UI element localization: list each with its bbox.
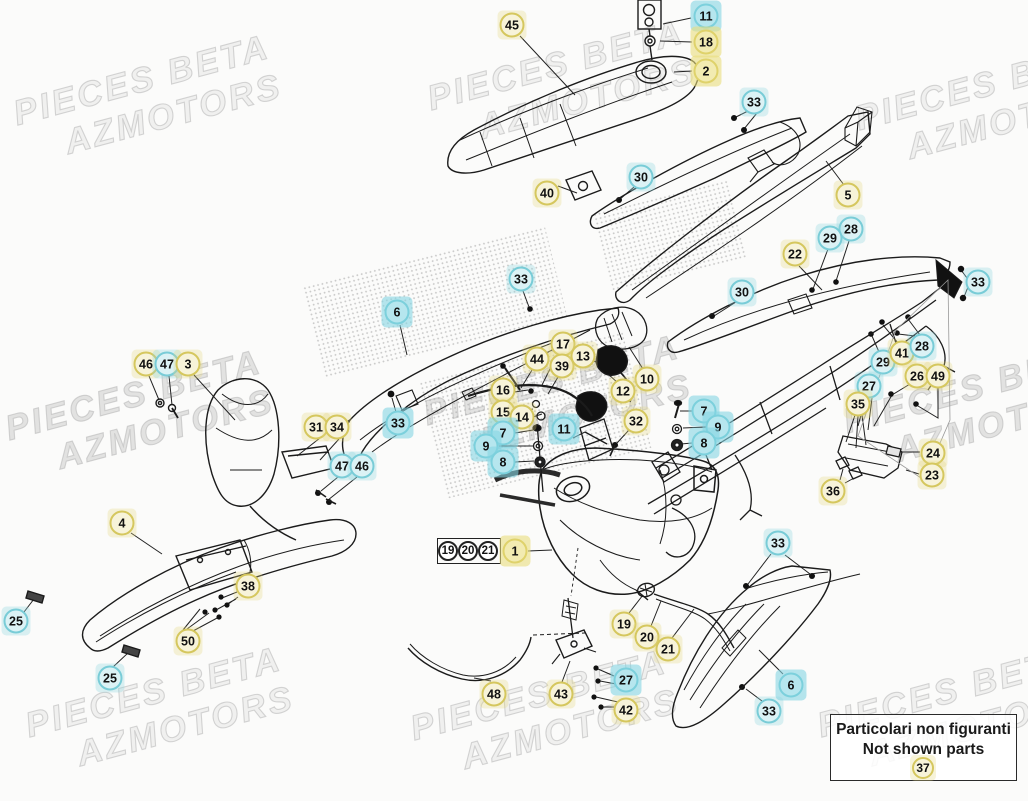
callout-2[interactable]: 2 — [690, 55, 722, 87]
callout-30[interactable]: 30 — [626, 162, 656, 192]
not-shown-parts-line-en: Not shown parts — [862, 741, 985, 759]
callout-22[interactable]: 22 — [780, 239, 810, 269]
callout-6[interactable]: 6 — [775, 669, 807, 701]
part-tank-bolts — [532, 399, 684, 493]
callout-19[interactable]: 19 — [609, 609, 639, 639]
callout-12[interactable]: 12 — [608, 376, 638, 406]
callout-33[interactable]: 33 — [739, 87, 769, 117]
callout-32[interactable]: 32 — [621, 406, 651, 436]
callout-11[interactable]: 11 — [690, 0, 722, 32]
callout-25[interactable]: 25 — [95, 663, 125, 693]
callout-36[interactable]: 36 — [818, 476, 848, 506]
callout-33[interactable]: 33 — [763, 528, 793, 558]
callout-13[interactable]: 13 — [568, 341, 598, 371]
callout-18[interactable]: 18 — [690, 26, 722, 58]
callout-33[interactable]: 33 — [963, 267, 993, 297]
callout-23[interactable]: 23 — [917, 460, 947, 490]
callout-25[interactable]: 25 — [1, 606, 31, 636]
callout-8[interactable]: 8 — [487, 446, 519, 478]
callout-45[interactable]: 45 — [497, 10, 527, 40]
part-fuel-tap-and-hoses — [407, 573, 861, 682]
not-shown-parts-line-it: Particolari non figuranti — [836, 721, 1011, 738]
callout-4[interactable]: 4 — [107, 508, 137, 538]
callout-11[interactable]: 11 — [548, 413, 580, 445]
callout-43[interactable]: 43 — [546, 679, 576, 709]
callout-6[interactable]: 6 — [381, 296, 413, 328]
callout-21[interactable]: 21 — [478, 541, 498, 561]
callout-20[interactable]: 20 — [458, 541, 478, 561]
callout-49[interactable]: 49 — [923, 361, 953, 391]
callout-9[interactable]: 9 — [470, 430, 502, 462]
callout-38[interactable]: 38 — [233, 571, 263, 601]
callout-5[interactable]: 5 — [833, 180, 863, 210]
callout-27[interactable]: 27 — [610, 664, 642, 696]
part-cap-and-fixings — [635, 0, 667, 84]
part-front-fender — [25, 518, 357, 658]
part-headlight-mask — [155, 378, 337, 541]
part-fuel-tank — [493, 447, 720, 597]
callout-3[interactable]: 3 — [173, 349, 203, 379]
callout-21[interactable]: 21 — [653, 634, 683, 664]
callout-33[interactable]: 33 — [382, 407, 414, 439]
callout-8[interactable]: 8 — [688, 427, 720, 459]
callout-35[interactable]: 35 — [843, 389, 873, 419]
callout-29[interactable]: 29 — [815, 223, 845, 253]
callout-44[interactable]: 44 — [522, 344, 552, 374]
callout-42[interactable]: 42 — [611, 695, 641, 725]
callout-46[interactable]: 46 — [347, 451, 377, 481]
callout-19[interactable]: 19 — [438, 541, 458, 561]
callout-33[interactable]: 33 — [754, 696, 784, 726]
callout-33[interactable]: 33 — [506, 264, 536, 294]
callout-30[interactable]: 30 — [727, 277, 757, 307]
part-seat — [447, 55, 700, 174]
callout-48[interactable]: 48 — [479, 679, 509, 709]
callout-50[interactable]: 50 — [173, 626, 203, 656]
callout-10[interactable]: 10 — [632, 364, 662, 394]
part-rear-fender-top — [615, 106, 873, 304]
part-rear-fender-mid — [589, 117, 807, 230]
callout-34[interactable]: 34 — [322, 412, 352, 442]
callout-1[interactable]: 1 — [499, 535, 531, 567]
part-rear-fender-lower — [666, 256, 963, 354]
part-taillight-bracket — [835, 279, 951, 481]
part-right-side-panel — [671, 565, 832, 729]
callout-40[interactable]: 40 — [532, 178, 562, 208]
callout-37[interactable]: 37 — [910, 755, 936, 781]
callout-28[interactable]: 28 — [907, 331, 937, 361]
part-bracket-40 — [565, 170, 602, 201]
